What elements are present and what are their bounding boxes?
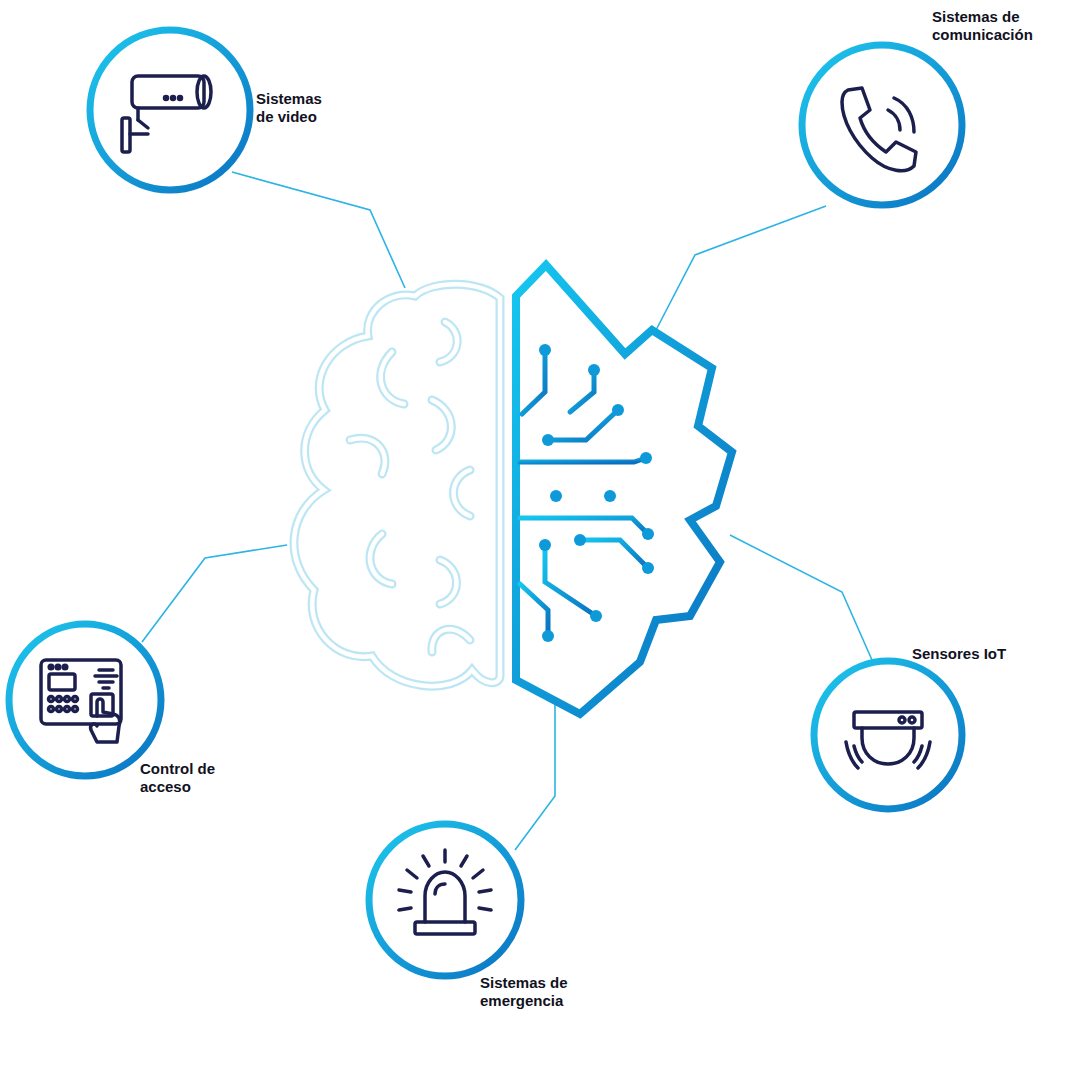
node-label: Sensores IoT <box>912 645 1052 663</box>
leader-lines <box>142 172 872 850</box>
circle-outline <box>86 26 254 194</box>
iot-sensor-icon <box>846 712 930 768</box>
brain-circuit <box>516 265 732 714</box>
circle-ring <box>369 824 521 976</box>
node-label: Sistemas de emergencia <box>480 974 600 1010</box>
siren-icon <box>399 850 491 934</box>
device-circle: Sistemas de video <box>86 26 254 194</box>
circle-outline <box>5 620 165 780</box>
access-control-icon <box>41 660 121 742</box>
node-label: Control de acceso <box>140 760 224 796</box>
circle-outline <box>798 41 966 209</box>
circle-ring <box>802 45 962 205</box>
circle-ring <box>90 30 250 190</box>
camera-icon <box>122 76 211 152</box>
circle-ring <box>9 624 161 776</box>
circle-outline <box>810 657 966 813</box>
brain-left <box>294 284 500 686</box>
node-label: Sistemas de video <box>256 90 340 126</box>
device-circle: Sistemas de comunicación <box>798 41 966 209</box>
phone-icon <box>842 88 916 171</box>
device-circle: Sensores IoT <box>810 657 966 813</box>
circle-ring <box>814 661 962 809</box>
node-label: Sistemas de comunicación <box>932 8 1050 44</box>
device-circle: Sistemas de emergencia <box>365 820 525 980</box>
circle-outline <box>365 820 525 980</box>
device-circle: Control de acceso <box>5 620 165 780</box>
